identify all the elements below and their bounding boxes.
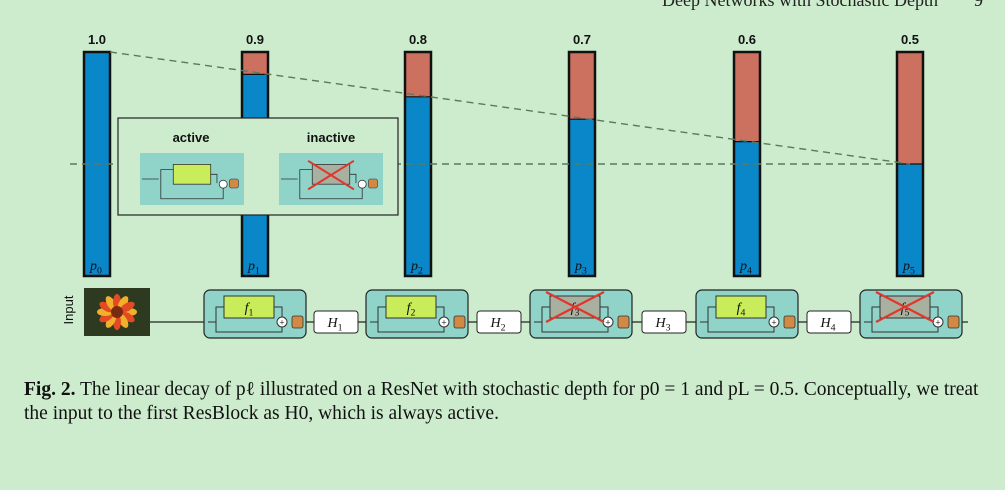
- cross-line: [545, 291, 605, 323]
- survive-segment: [405, 96, 431, 276]
- skip-path: [142, 169, 224, 200]
- skip-connection: [864, 306, 939, 333]
- skip-connection: [534, 306, 609, 333]
- running-header: Deep Networks with Stochastic Depth 9: [662, 0, 983, 11]
- cross-line: [307, 159, 355, 191]
- prob-value-label: 0.9: [246, 32, 264, 47]
- prob-value-label: 0.6: [738, 32, 756, 47]
- h-box: [641, 310, 687, 334]
- h-label: H1: [326, 316, 342, 334]
- plus-node: [768, 316, 780, 328]
- legend-panel: active inactive: [117, 117, 399, 216]
- resblock-1: f1 +: [203, 289, 307, 339]
- drop-segment: [405, 52, 431, 97]
- drop-segment: [734, 52, 760, 142]
- hidden-state-3: H3: [632, 310, 696, 334]
- relu-box: [229, 178, 239, 189]
- legend-inactive-block: [279, 153, 383, 205]
- h-label: H4: [819, 316, 835, 334]
- plus-sign: +: [771, 318, 776, 328]
- plus-node: [276, 316, 288, 328]
- prob-symbol-label: p3: [574, 259, 587, 277]
- prob-symbol-label: p1: [247, 259, 260, 277]
- f-label: f1: [245, 301, 254, 319]
- prob-symbol-label: p4: [739, 259, 752, 277]
- petal: [105, 313, 117, 328]
- survival-bar-4: 0.6 p4: [732, 32, 762, 278]
- resblock-3: f3+: [529, 289, 633, 339]
- resblock-2: f2 +: [365, 289, 469, 339]
- skip-connection: [700, 306, 775, 333]
- caption-text: The linear decay of pℓ illustrated on a …: [24, 379, 979, 424]
- input-image: [84, 288, 150, 336]
- f-label: f2: [407, 301, 416, 319]
- h-label: H3: [654, 316, 670, 334]
- plus-sign: +: [935, 318, 940, 328]
- prob-value-label: 0.5: [901, 32, 919, 47]
- f-label: f4: [737, 301, 746, 319]
- flower-center: [111, 306, 123, 318]
- survive-segment: [734, 141, 760, 276]
- cross-line: [875, 291, 935, 323]
- hidden-state-2: H2: [468, 310, 530, 334]
- relu-box: [368, 178, 378, 189]
- prob-value-label: 1.0: [88, 32, 106, 47]
- petal: [120, 301, 135, 313]
- plus-sign: +: [441, 318, 446, 328]
- stochastic-depth-diagram: 1.0 p0 0.9 p1 0.8 p2 0.7 p3 0.6 p4 0.5 p5 active ina…: [61, 32, 968, 339]
- survival-bar-2: 0.8 p2: [403, 32, 433, 278]
- h-box: [806, 310, 852, 334]
- relu-box: [453, 315, 466, 329]
- h-label: H2: [489, 316, 505, 334]
- relu-box: [783, 315, 796, 329]
- caption-label: Fig. 2.: [24, 379, 76, 400]
- f-box: [172, 164, 212, 185]
- petal: [120, 311, 135, 323]
- prob-value-label: 0.8: [409, 32, 427, 47]
- plus-node: [438, 316, 450, 328]
- prob-value-label: 0.7: [573, 32, 591, 47]
- legend-active-block: [140, 153, 244, 205]
- relu-box: [291, 315, 304, 329]
- page-number: 9: [974, 0, 983, 10]
- h-box: [476, 310, 522, 334]
- petal: [117, 296, 129, 311]
- input-label: Input: [61, 295, 76, 324]
- prob-symbol-label: p0: [89, 259, 102, 277]
- decay-dashed-line: [109, 51, 911, 165]
- skip-path: [281, 169, 363, 200]
- plus-node: [218, 179, 228, 189]
- hidden-state-1: H1: [306, 310, 366, 334]
- plus-node: [357, 179, 367, 189]
- resblock-5: f5+: [859, 289, 963, 339]
- relu-box: [947, 315, 960, 329]
- figure-caption: Fig. 2. The linear decay of pℓ illustrat…: [24, 378, 980, 426]
- hidden-state-4: H4: [798, 310, 860, 334]
- resblock-4: f4 +: [695, 289, 799, 339]
- petal: [105, 296, 117, 311]
- prob-symbol-label: p2: [410, 259, 423, 277]
- running-title: Deep Networks with Stochastic Depth: [662, 0, 938, 10]
- plus-sign: +: [605, 318, 610, 328]
- legend-inactive-label: inactive: [307, 130, 355, 145]
- survive-segment: [897, 164, 923, 276]
- drop-segment: [897, 52, 923, 164]
- petal: [117, 313, 129, 328]
- drop-segment: [242, 52, 268, 75]
- survival-bar-0: 1.0 p0: [82, 32, 112, 278]
- legend-active-label: active: [173, 130, 210, 145]
- prob-symbol-label: p5: [902, 259, 915, 277]
- skip-connection: [370, 306, 445, 333]
- survive-segment: [569, 119, 595, 276]
- relu-box: [617, 315, 630, 329]
- plus-sign: +: [279, 318, 284, 328]
- survival-bar-3: 0.7 p3: [567, 32, 597, 278]
- petal: [99, 301, 114, 313]
- survival-bar-5: 0.5 p5: [895, 32, 925, 278]
- drop-segment: [569, 52, 595, 120]
- h-box: [313, 310, 359, 334]
- skip-connection: [208, 306, 283, 333]
